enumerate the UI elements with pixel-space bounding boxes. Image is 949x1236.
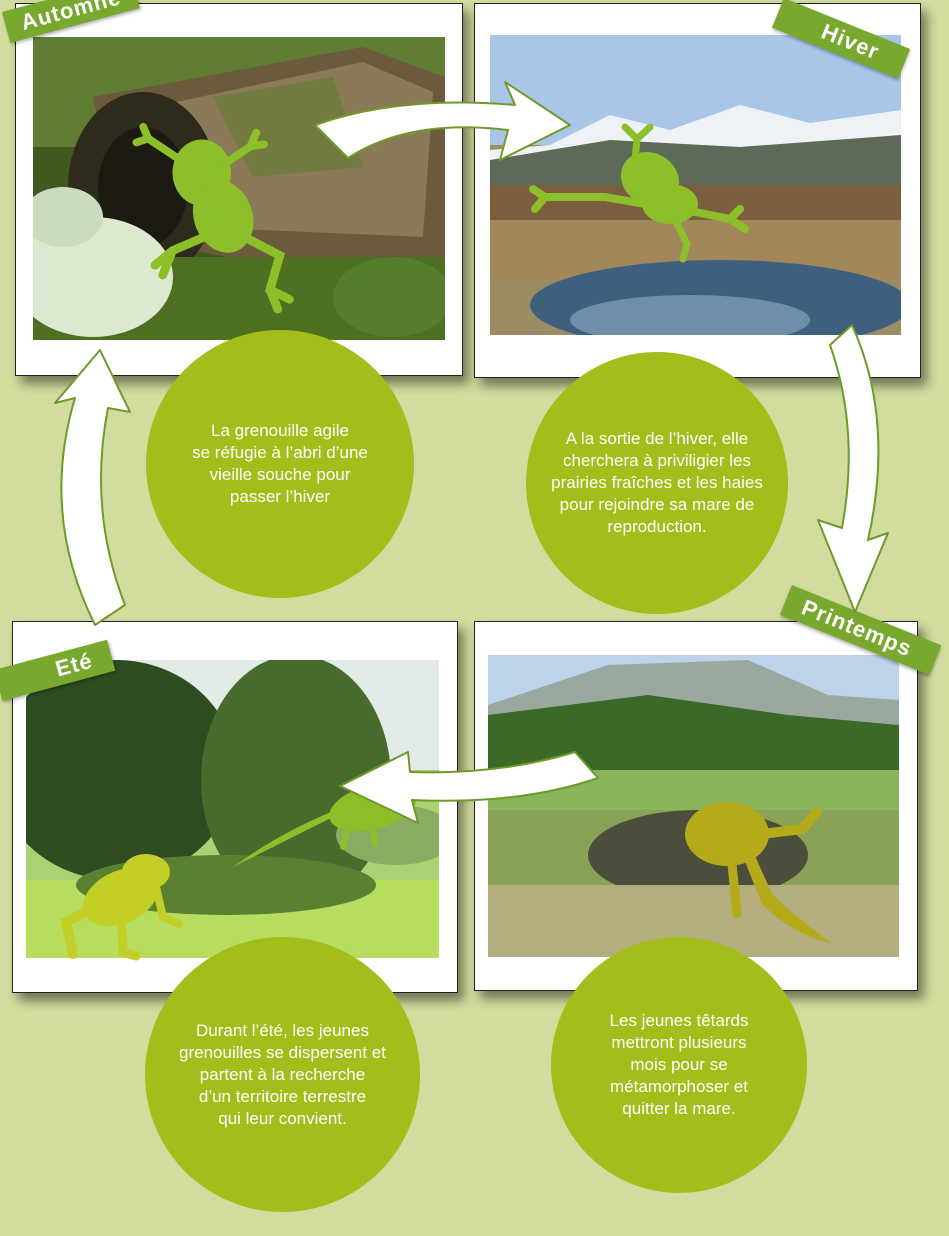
frog-silhouette-icon — [60, 854, 183, 961]
frog-silhouette-icon — [529, 123, 749, 263]
spring-photo-frame — [474, 621, 918, 991]
winter-description: A la sortie de l’hiver, elle cherchera à… — [526, 352, 788, 614]
tadpole-silhouette-icon — [685, 802, 832, 944]
tadpole-silhouette-icon — [233, 782, 417, 867]
frog-silhouette-icon — [132, 122, 294, 314]
cycle-arrow-icon — [54, 349, 131, 626]
summer-description: Durant l’été, les jeunes grenouilles se … — [145, 937, 420, 1212]
spring-description: Les jeunes têtards mettront plusieurs mo… — [551, 937, 807, 1193]
autumn-photo-frame — [15, 3, 463, 376]
autumn-description: La grenouille agile se réfugie à l’abri … — [146, 330, 414, 598]
